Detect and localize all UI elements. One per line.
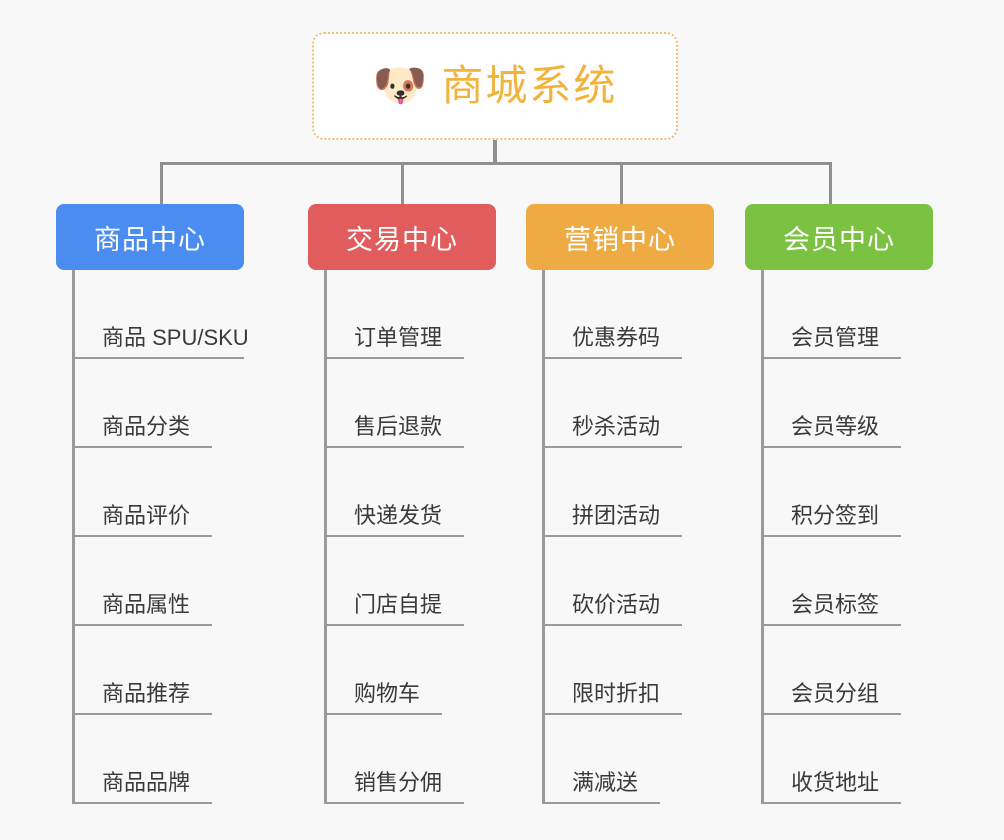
list-item[interactable]: 商品品牌 [72,715,252,804]
leaf-label: 限时折扣 [572,681,661,706]
leaf-label: 商品品牌 [102,770,191,795]
leaf-underline [324,624,464,626]
list-item[interactable]: 秒杀活动 [542,359,722,448]
list-item[interactable]: 购物车 [324,626,504,715]
list-item[interactable]: 砍价活动 [542,537,722,626]
branch-trade-center: 交易中心 订单管理 售后退款 快递发货 门店自提 购物车 [308,204,498,804]
leaf-label: 拼团活动 [572,503,661,528]
leaf-underline [72,624,212,626]
leaf-label: 积分签到 [791,503,880,528]
connector-root-stem [493,140,497,164]
root-node-shop-system[interactable]: 🐶 商城系统 [312,32,678,140]
leaf-underline [324,713,442,715]
branch-product-center: 商品中心 商品 SPU/SKU 商品分类 商品评价 商品属性 商品推荐 [56,204,249,804]
leaf-label: 会员分组 [791,681,880,706]
leaf-underline [761,713,901,715]
category-header-marketing-center[interactable]: 营销中心 [526,204,714,270]
list-item[interactable]: 会员标签 [761,537,941,626]
leaf-label: 订单管理 [354,325,443,350]
leaf-label: 售后退款 [354,414,443,439]
list-item[interactable]: 快递发货 [324,448,504,537]
leaf-underline [324,446,464,448]
leaf-list-marketing-center: 优惠券码 秒杀活动 拼团活动 砍价活动 限时折扣 满减送 [542,270,722,804]
leaf-label: 收货地址 [791,770,880,795]
connector-drop-member-center [829,162,832,206]
list-item[interactable]: 优惠券码 [542,270,722,359]
connector-drop-product-center [160,162,163,206]
root-node-title: 商城系统 [441,62,618,109]
branch-member-center: 会员中心 会员管理 会员等级 积分签到 会员标签 会员分组 [745,204,935,804]
leaf-label: 购物车 [354,681,421,706]
category-header-product-center[interactable]: 商品中心 [56,204,244,270]
list-item[interactable]: 满减送 [542,715,722,804]
leaf-underline [542,357,682,359]
leaf-underline [324,357,464,359]
leaf-underline [542,624,682,626]
leaf-underline [542,802,660,804]
list-item[interactable]: 门店自提 [324,537,504,626]
leaf-label: 销售分佣 [354,770,443,795]
leaf-underline [72,802,212,804]
leaf-label: 商品推荐 [102,681,191,706]
list-item[interactable]: 销售分佣 [324,715,504,804]
leaf-label: 满减送 [572,770,639,795]
leaf-list-trade-center: 订单管理 售后退款 快递发货 门店自提 购物车 销售分佣 [324,270,504,804]
list-item[interactable]: 会员等级 [761,359,941,448]
connector-drop-marketing-center [620,162,623,206]
list-item[interactable]: 会员管理 [761,270,941,359]
leaf-label: 商品评价 [102,503,191,528]
leaf-underline [761,446,901,448]
list-item[interactable]: 订单管理 [324,270,504,359]
leaf-underline [761,535,901,537]
leaf-label: 商品分类 [102,414,191,439]
list-item[interactable]: 商品评价 [72,448,252,537]
leaf-label: 门店自提 [354,592,443,617]
leaf-underline [72,357,244,359]
leaf-underline [324,535,464,537]
leaf-label: 优惠券码 [572,325,661,350]
list-item[interactable]: 会员分组 [761,626,941,715]
leaf-underline [72,446,212,448]
leaf-underline [72,713,212,715]
leaf-underline [761,802,901,804]
leaf-underline [542,446,682,448]
leaf-list-product-center: 商品 SPU/SKU 商品分类 商品评价 商品属性 商品推荐 商品品牌 [72,270,252,804]
list-item[interactable]: 商品属性 [72,537,252,626]
connector-horizontal-bus [160,162,832,165]
leaf-list-member-center: 会员管理 会员等级 积分签到 会员标签 会员分组 收货地址 [761,270,941,804]
list-item[interactable]: 限时折扣 [542,626,722,715]
list-item[interactable]: 拼团活动 [542,448,722,537]
list-item[interactable]: 商品推荐 [72,626,252,715]
list-item[interactable]: 积分签到 [761,448,941,537]
leaf-label: 会员标签 [791,592,880,617]
leaf-underline [324,802,464,804]
list-item[interactable]: 售后退款 [324,359,504,448]
leaf-underline [542,713,682,715]
leaf-label: 快递发货 [354,503,443,528]
leaf-label: 会员等级 [791,414,880,439]
leaf-label: 商品 SPU/SKU [102,325,249,350]
leaf-underline [542,535,682,537]
leaf-label: 秒杀活动 [572,414,661,439]
leaf-label: 会员管理 [791,325,880,350]
leaf-underline [72,535,212,537]
leaf-label: 商品属性 [102,592,191,617]
branch-marketing-center: 营销中心 优惠券码 秒杀活动 拼团活动 砍价活动 限时折扣 [526,204,716,804]
leaf-underline [761,357,901,359]
leaf-underline [761,624,901,626]
list-item[interactable]: 收货地址 [761,715,941,804]
shiba-dog-face-icon: 🐶 [372,60,428,111]
category-header-member-center[interactable]: 会员中心 [745,204,933,270]
connector-drop-trade-center [401,162,404,206]
leaf-label: 砍价活动 [572,592,661,617]
list-item[interactable]: 商品 SPU/SKU [72,270,252,359]
list-item[interactable]: 商品分类 [72,359,252,448]
category-header-trade-center[interactable]: 交易中心 [308,204,496,270]
